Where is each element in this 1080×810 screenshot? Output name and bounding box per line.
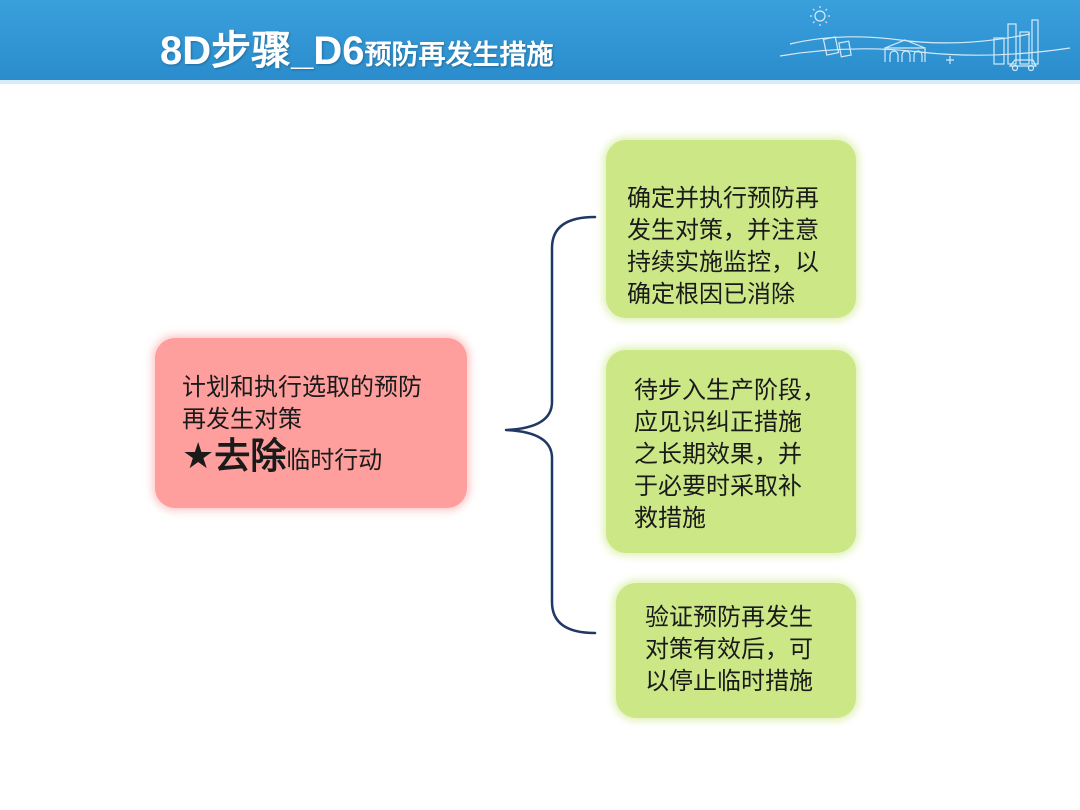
right-box-line: 待步入生产阶段， (634, 376, 826, 404)
right-box-1: 确定并执行预防再 发生对策，并注意 持续实施监控，以 确定根因已消除 (606, 140, 856, 318)
left-box-line: 再发生对策 (182, 405, 302, 433)
left-box: 计划和执行选取的预防 再发生对策 ★去除临时行动 (155, 338, 467, 508)
left-box-line: 计划和执行选取的预防 (182, 373, 422, 401)
slide-title: 8D步骤_D6预防再发生措施 (160, 18, 554, 76)
right-box-2: 待步入生产阶段， 应见识纠正措施 之长期效果，并 于必要时采取补 救措施 (606, 350, 856, 553)
header-bar: 8D步骤_D6预防再发生措施 (0, 0, 1080, 80)
right-box-line: 于必要时采取补 (634, 472, 802, 500)
city-skyline-illustration (780, 6, 1070, 72)
title-sub: 预防再发生措施 (364, 40, 554, 70)
star-icon: ★ (182, 436, 215, 477)
title-main: 8D步骤_D6 (160, 29, 365, 73)
right-box-line: 持续实施监控，以 (627, 248, 819, 276)
emphasis-text: 去除 (214, 436, 287, 477)
header-rule (0, 80, 1080, 84)
right-box-line: 确定根因已消除 (627, 280, 795, 308)
right-box-line: 应见识纠正措施 (634, 408, 802, 436)
right-box-line: 验证预防再发生 (645, 603, 813, 631)
right-box-line: 对策有效后，可 (645, 635, 813, 663)
right-box-line: 救措施 (634, 504, 706, 532)
right-box-line: 之长期效果，并 (634, 440, 802, 468)
right-box-3: 验证预防再发生 对策有效后，可 以停止临时措施 (616, 583, 856, 718)
left-box-tail: 临时行动 (286, 446, 383, 474)
right-box-line: 发生对策，并注意 (627, 216, 819, 244)
right-box-line: 以停止临时措施 (645, 667, 813, 695)
brace-connector (504, 215, 597, 635)
left-box-emphasis-line: ★去除临时行动 (182, 437, 467, 480)
right-box-line: 确定并执行预防再 (627, 184, 819, 212)
